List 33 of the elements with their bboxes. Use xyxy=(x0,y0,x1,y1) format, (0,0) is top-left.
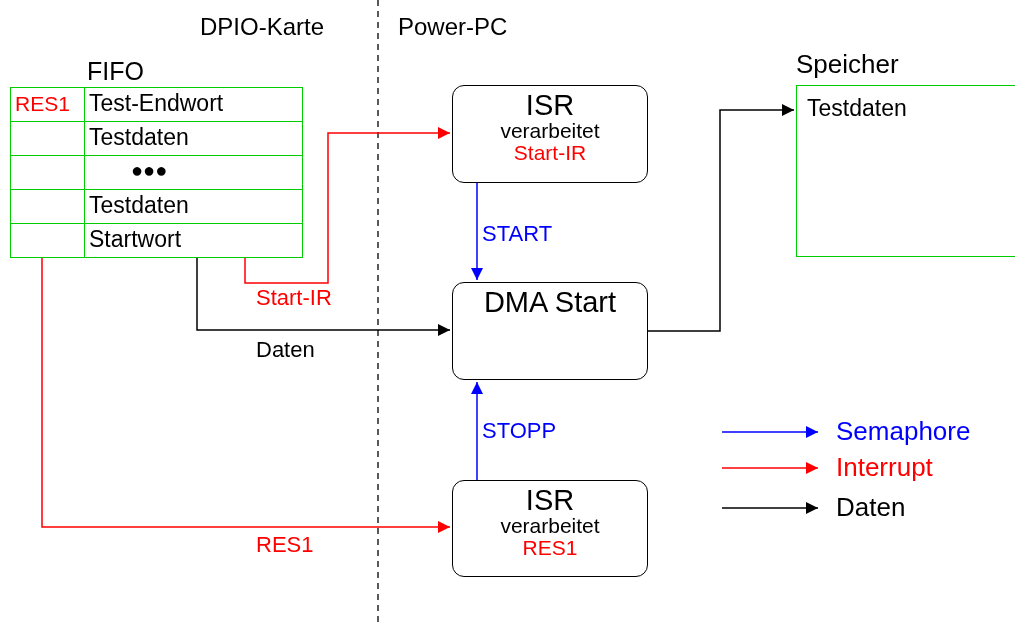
box-title: ISR xyxy=(525,485,575,516)
box-text: verarbeitet xyxy=(500,120,600,143)
fifo-row xyxy=(10,155,303,190)
box-text: RES1 xyxy=(522,537,578,560)
fifo-row xyxy=(10,223,303,258)
arrow xyxy=(471,381,483,481)
arrow xyxy=(244,127,451,284)
entry-text: Testdaten xyxy=(89,125,189,151)
process-box xyxy=(452,282,648,380)
entry-text: Test-Endwort xyxy=(89,91,224,117)
table-heading: FIFO xyxy=(87,58,144,86)
box-text: Start-IR xyxy=(513,142,587,165)
ellipsis-text: ●●● xyxy=(131,159,168,181)
memory-heading: Speicher xyxy=(796,50,899,79)
process-box xyxy=(452,85,648,183)
fifo-row xyxy=(10,87,303,122)
arrow xyxy=(196,257,451,336)
fifo-row xyxy=(10,121,303,156)
arrow xyxy=(41,257,451,533)
arrow xyxy=(471,182,483,281)
entry-text: Testdaten xyxy=(89,193,189,219)
entry-text: Startwort xyxy=(89,227,182,253)
arrow xyxy=(647,104,795,332)
box-title: DMA Start xyxy=(483,287,617,318)
process-box xyxy=(452,480,648,577)
box-title: ISR xyxy=(525,90,575,121)
fifo-row xyxy=(10,189,303,224)
memory-entry-text: Testdaten xyxy=(807,96,907,122)
legend-text: Daten xyxy=(836,493,906,522)
legend-text: Semaphore xyxy=(836,417,971,446)
flag-text: RES1 xyxy=(15,92,70,116)
legend-text: Interrupt xyxy=(836,453,933,482)
box-text: verarbeitet xyxy=(500,515,600,538)
